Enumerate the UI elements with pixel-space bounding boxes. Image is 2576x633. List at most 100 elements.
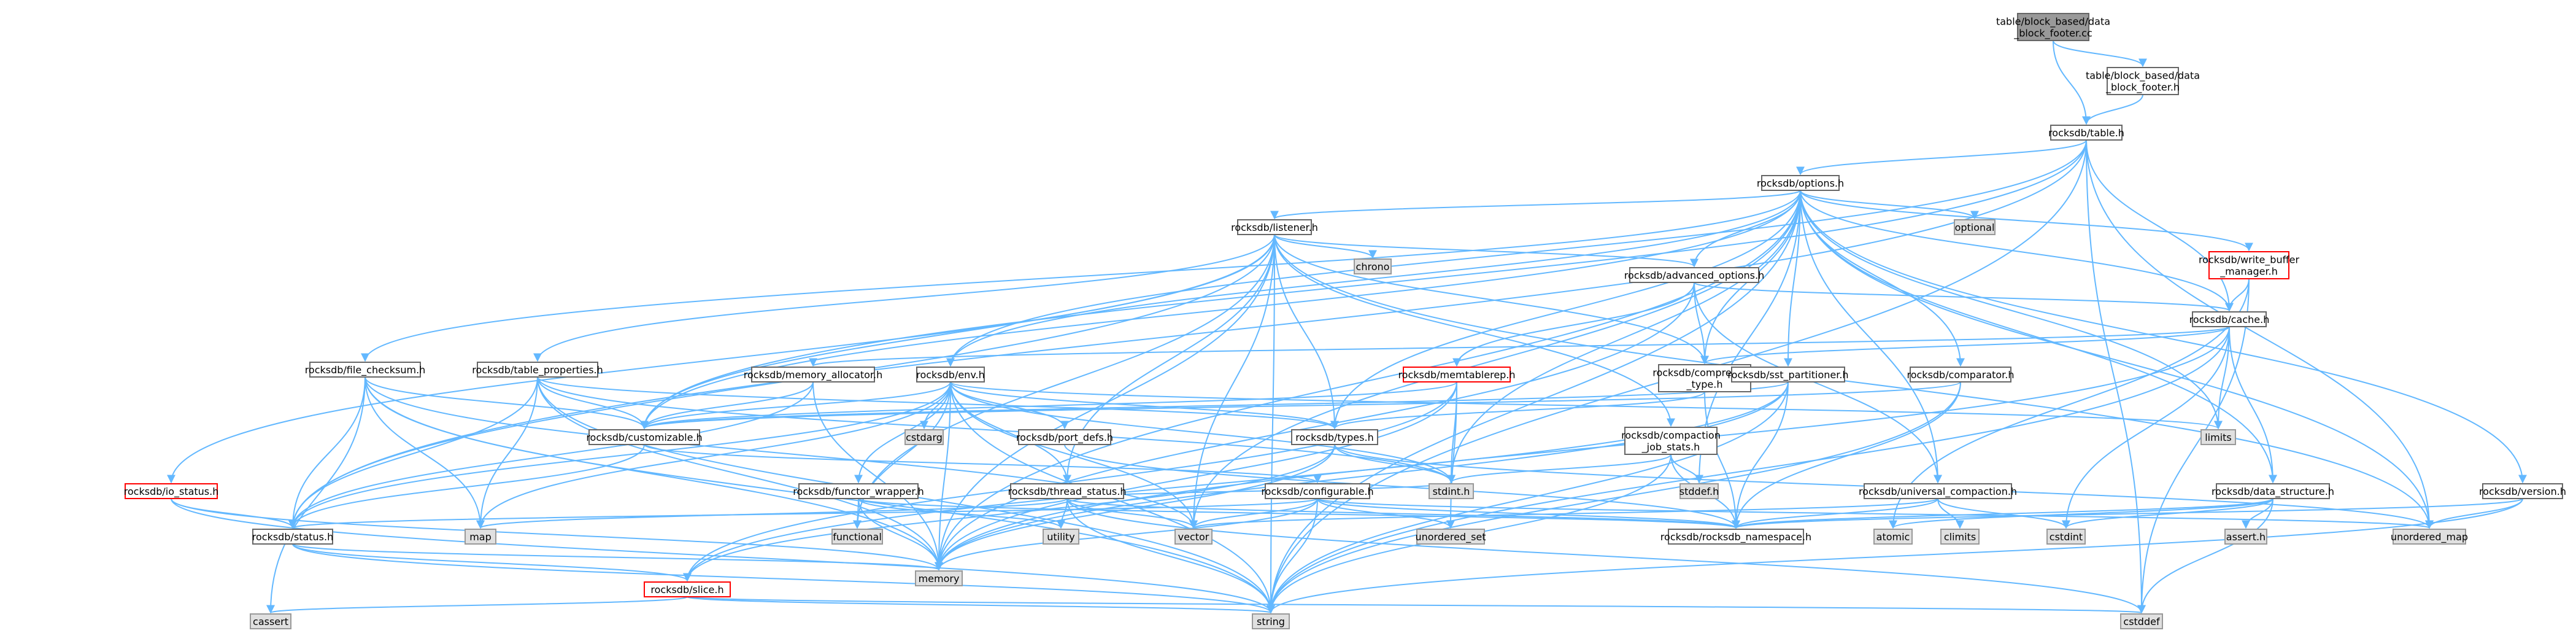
edge-sst_partitioner_h-to-slice_h — [683, 381, 1789, 582]
node-env-h[interactable]: rocksdb/env.h — [916, 367, 985, 383]
node-types-h[interactable]: rocksdb/types.h — [1291, 429, 1378, 445]
node-memtablerep-h[interactable]: rocksdb/memtablerep.h — [1398, 367, 1516, 383]
node-advanced-options-h[interactable]: rocksdb/advanced_options.h — [1624, 267, 1764, 283]
node-listener-h[interactable]: rocksdb/listener.h — [1231, 219, 1318, 235]
node-thread-status-h[interactable]: rocksdb/thread_status.h — [1008, 483, 1127, 499]
node-comparator-h[interactable]: rocksdb/comparator.h — [1907, 367, 2015, 383]
edge-root-to-table_h — [2053, 40, 2091, 125]
node-box — [2216, 483, 2330, 499]
node-rocksdb-namespace-h[interactable]: rocksdb/rocksdb_namespace.h — [1660, 529, 1811, 545]
node-customizable-h[interactable]: rocksdb/customizable.h — [586, 429, 703, 445]
node-box — [1429, 483, 1474, 499]
node-box — [916, 367, 985, 383]
edge-options_h-to-cache_h — [1800, 190, 2234, 312]
node-utility: utility — [1043, 529, 1079, 545]
edge-options_h-to-env_h — [946, 190, 1801, 367]
edge-data_structure_h-to-rocksdb_namespace_h — [1732, 498, 2273, 529]
edge-universal_compaction_h-to-rocksdb_namespace_h — [1732, 498, 1938, 529]
edge-advanced_options_h-to-universal_compaction_h — [1694, 282, 1942, 484]
edge-customizable_h-to-status_h — [288, 444, 645, 529]
edge-comparator_h-to-rocksdb_namespace_h — [1732, 381, 1961, 529]
node-sst-partitioner-h[interactable]: rocksdb/sst_partitioner.h — [1727, 367, 1849, 383]
node-write-buffer-manager-h[interactable]: rocksdb/write_buffer_manager.h — [2199, 251, 2300, 279]
node-box — [1252, 613, 1290, 629]
edge-data_structure_h-to-atomic — [1889, 498, 2273, 529]
edge-configurable_h-to-string — [1267, 498, 1318, 614]
node-unordered-map: unordered_map — [2391, 529, 2468, 545]
edge-options_h-to-advanced_options_h — [1690, 190, 1801, 268]
edge-memtablerep_h-to-memory — [935, 381, 1457, 571]
edge-options_h-to-data_structure_h — [1800, 190, 2277, 484]
node-box — [831, 529, 883, 545]
node-label: stdint.h — [1433, 486, 1470, 497]
edge-env_h-to-limits — [950, 381, 2223, 430]
edge-data_structure_h-to-cstddef — [2137, 498, 2273, 614]
node-box — [2107, 67, 2179, 95]
node-functor-wrapper-h[interactable]: rocksdb/functor_wrapper.h — [793, 483, 924, 499]
edge-env_h-to-functional — [853, 381, 951, 529]
edge-thread_status_h-to-string — [1066, 498, 1275, 614]
edge-configurable_h-to-rocksdb_namespace_h — [1317, 498, 1740, 529]
node-box — [588, 429, 700, 445]
edge-listener_h-to-chrono — [1274, 234, 1377, 259]
node-file-checksum-h[interactable]: rocksdb/file_checksum.h — [305, 362, 426, 378]
edge-write_buffer_manager_h-to-cstddef — [2137, 278, 2250, 614]
edge-listener_h-to-types_h — [1274, 234, 1339, 430]
edge-options_h-to-memory — [935, 190, 1801, 571]
node-cache-h[interactable]: rocksdb/cache.h — [2189, 311, 2270, 327]
node-slice-h[interactable]: rocksdb/slice.h — [644, 581, 731, 597]
node-label: rocksdb/slice.h — [650, 584, 723, 596]
edge-memtablerep_h-to-slice_h — [683, 381, 1457, 582]
edge-table_properties_h-to-stdint_h — [537, 376, 1456, 484]
node-io-status-h[interactable]: rocksdb/io_status.h — [124, 483, 219, 499]
edge-slice_h-to-string — [687, 596, 1275, 614]
edge-advanced_options_h-to-memtablerep_h — [1452, 282, 1695, 367]
node-box — [2050, 125, 2123, 141]
node-configurable-h[interactable]: rocksdb/configurable.h — [1261, 483, 1374, 499]
node-map: map — [465, 529, 496, 545]
edge-configurable_h-to-unordered_map — [1317, 498, 2433, 529]
node-label: rocksdb/compaction — [1621, 430, 1721, 441]
node-footer-h[interactable]: table/block_based/data_block_footer.h — [2086, 67, 2200, 95]
node-status-h[interactable]: rocksdb/status.h — [252, 529, 334, 545]
node-box — [798, 483, 919, 499]
node-table-h[interactable]: rocksdb/table.h — [2048, 125, 2124, 141]
node-label: rocksdb/functor_wrapper.h — [793, 486, 924, 498]
edge-functor_wrapper_h-to-utility — [858, 498, 1065, 529]
edge-listener_h-to-compression_type_h — [1274, 234, 1709, 365]
node-compression-type-h[interactable]: rocksdb/compression_type.h — [1652, 364, 1757, 392]
node-label: atomic — [1876, 531, 1910, 543]
node-label: rocksdb/env.h — [916, 369, 985, 381]
node-memory-allocator-h[interactable]: rocksdb/memory_allocator.h — [744, 367, 882, 383]
node-options-h[interactable]: rocksdb/options.h — [1757, 175, 1844, 191]
node-label: rocksdb/cache.h — [2189, 314, 2270, 325]
edge-compaction_job_stats_h-to-stdint_h — [1447, 454, 1672, 484]
node-box — [751, 367, 875, 383]
edge-sst_partitioner_h-to-string — [1267, 381, 1789, 614]
node-compaction-job-stats-h[interactable]: rocksdb/compaction_job_stats.h — [1621, 427, 1721, 455]
node-label: chrono — [1356, 261, 1390, 273]
edge-status_h-to-memory — [292, 543, 943, 571]
edge-cache_h-to-memory_allocator_h — [809, 326, 2230, 367]
node-data-structure-h[interactable]: rocksdb/data_structure.h — [2212, 483, 2334, 499]
edge-write_buffer_manager_h-to-cache_h — [2225, 278, 2250, 312]
edge-root-to-footer_h — [2053, 40, 2147, 68]
node-table-properties-h[interactable]: rocksdb/table_properties.h — [472, 362, 603, 378]
edge-table_h-to-status_h — [288, 139, 2087, 529]
node-label: rocksdb/options.h — [1757, 177, 1844, 189]
edge-slice_h-to-cstddef — [687, 596, 2145, 614]
node-universal-compaction-h[interactable]: rocksdb/universal_compaction.h — [1859, 483, 2017, 499]
edge-io_status_h-to-memory — [171, 498, 943, 571]
edge-table_h-to-env_h — [946, 139, 2087, 367]
node-box — [1910, 367, 2011, 383]
edge-file_checksum_h-to-customizable_h — [364, 376, 649, 430]
node-version-h[interactable]: rocksdb/version.h — [2479, 483, 2566, 499]
edge-options_h-to-sst_partitioner_h — [1784, 190, 1801, 367]
node-box — [1940, 529, 1980, 545]
node-label: utility — [1047, 531, 1075, 543]
edge-options_h-to-types_h — [1330, 190, 1801, 430]
edge-table_properties_h-to-map — [476, 376, 538, 529]
node-stdint-h: stdint.h — [1429, 483, 1474, 499]
edge-memory_allocator_h-to-customizable_h — [640, 381, 814, 430]
node-port-defs-h[interactable]: rocksdb/port_defs.h — [1016, 429, 1113, 445]
